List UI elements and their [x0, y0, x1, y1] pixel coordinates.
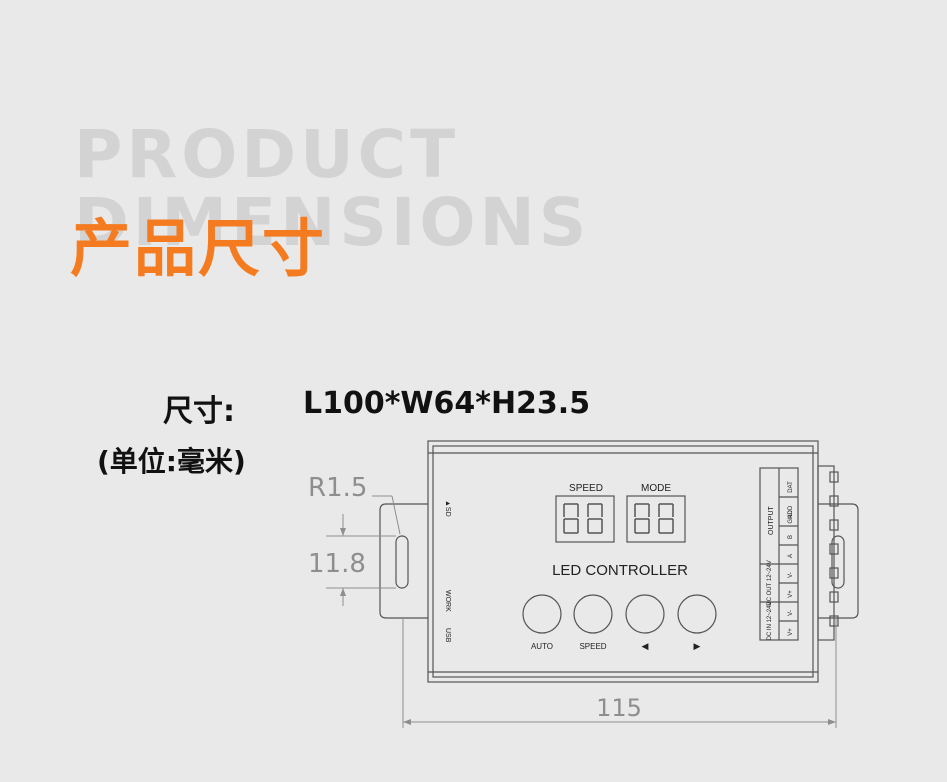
- bg-title-dimensions: DIMENSIONS: [74, 184, 591, 261]
- speed-display: [555, 495, 615, 543]
- size-label: 尺寸:: [163, 394, 235, 429]
- right-mount-slot: [831, 535, 845, 589]
- terminal-screws: [817, 465, 835, 641]
- right-button-graphic: [677, 594, 717, 634]
- terminal-group-output: OUTPUT: [768, 506, 775, 536]
- button-label-auto: AUTO: [531, 642, 553, 651]
- speed-button-graphic: [573, 594, 613, 634]
- terminal-add: ADD: [788, 505, 794, 518]
- unit-label: (单位:毫米): [97, 445, 246, 478]
- right-mounting-ear: [818, 503, 859, 619]
- terminal-dat: DAT: [788, 481, 794, 493]
- terminal-a: A: [788, 554, 794, 558]
- radius-dimension: R1.5: [308, 473, 367, 503]
- terminal-b: B: [788, 535, 794, 539]
- total-length-dimension: 115: [596, 694, 642, 722]
- terminal-dcout-neg: V-: [788, 572, 794, 578]
- speed-display-label: SPEED: [569, 483, 603, 494]
- terminal-gnd: GND: [788, 510, 794, 524]
- work-indicator-label: WORK: [444, 590, 451, 612]
- terminal-dcin-pos: V+: [788, 628, 794, 636]
- usb-port-label: USB: [444, 628, 451, 643]
- mode-display-label: MODE: [641, 483, 671, 494]
- left-mount-slot: [395, 535, 409, 589]
- button-label-right: ▶: [694, 641, 701, 651]
- terminal-dcout-pos: V+: [788, 590, 794, 598]
- left-button-graphic: [625, 594, 665, 634]
- left-mounting-ear: [379, 503, 428, 619]
- button-label-left: ◀: [642, 641, 649, 651]
- terminal-group-dcin: DC IN 12~24V: [767, 602, 773, 641]
- mode-display: [626, 495, 686, 543]
- terminal-group-dcout: DC OUT 12~24V: [767, 560, 773, 605]
- button-label-speed: SPEED: [579, 642, 606, 651]
- device-name: LED CONTROLLER: [552, 562, 688, 579]
- sd-slot-label: ▲SD: [444, 500, 451, 517]
- auto-button-graphic: [522, 594, 562, 634]
- page-title: 产品尺寸: [70, 212, 327, 285]
- slot-height-dimension: 11.8: [308, 549, 366, 579]
- bg-title-product: PRODUCT: [74, 116, 460, 193]
- terminal-dcin-neg: V-: [788, 610, 794, 616]
- size-value: L100*W64*H23.5: [303, 386, 591, 421]
